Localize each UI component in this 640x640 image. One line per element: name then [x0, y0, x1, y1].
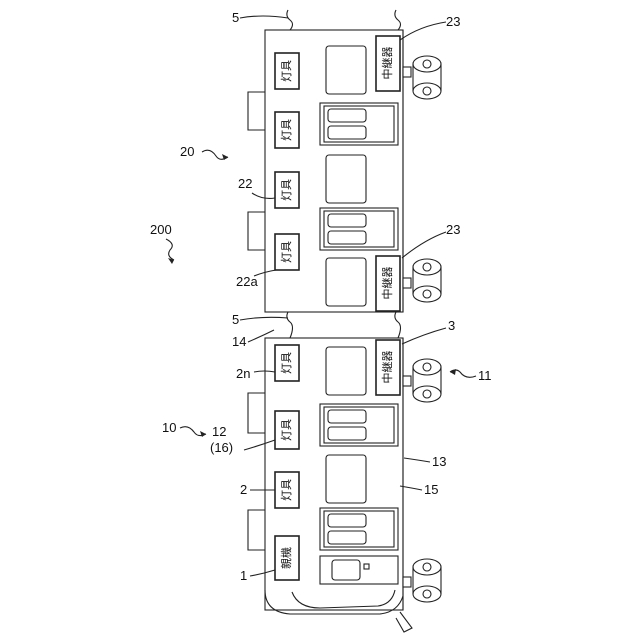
car-20-window-2 — [326, 155, 366, 203]
ref-car-10: 10 — [162, 420, 176, 435]
ref-cable-top: 5 — [232, 10, 239, 25]
ref-relay-3: 3 — [448, 318, 455, 333]
car-20-cable-right — [395, 10, 401, 30]
leader-wall-13 — [404, 458, 430, 462]
car-10-fixture-12: 灯具 — [275, 411, 299, 449]
fixture-label: 灯具 — [280, 119, 293, 141]
car-20-window-3 — [326, 258, 366, 306]
ref-fixture-22a: 22a — [236, 274, 258, 289]
ref-system-200: 200 — [150, 222, 172, 237]
leader-relay-23-mid — [402, 232, 446, 258]
car-20-roof-unit-2 — [248, 212, 265, 250]
car-10-window-1 — [326, 347, 366, 395]
car-20-relay-top: 中継器 — [376, 36, 400, 91]
car-20-cable-left — [287, 10, 293, 30]
car-10-cab-window — [320, 556, 398, 584]
car-20-fixture-2: 灯具 — [275, 112, 299, 148]
ref-wall-13: 13 — [432, 454, 446, 469]
car-10-roof-unit-2 — [248, 510, 265, 550]
car-10-relay: 中継器 — [376, 340, 400, 395]
car-20-door-2 — [320, 208, 398, 250]
ref-parent-1: 1 — [240, 568, 247, 583]
car-10-roof-unit-1 — [248, 393, 265, 433]
car-20-roof-unit-1 — [248, 92, 265, 130]
ref-fixture-22: 22 — [238, 176, 252, 191]
ref-fixture-16: (16) — [210, 440, 233, 455]
car-20-fixture-4: 灯具 — [275, 234, 299, 270]
leader-system-200 — [166, 239, 174, 260]
ref-relay-23-mid: 23 — [446, 222, 460, 237]
fixture-label: 灯具 — [280, 352, 293, 374]
car-10-bogie-top — [403, 359, 441, 402]
fixture-label: 灯具 — [280, 60, 293, 82]
ref-bogie-11: 11 — [478, 368, 492, 383]
car-10-bogie-bottom — [403, 559, 441, 602]
ref-fixture-2: 2 — [240, 482, 247, 497]
car-10-coupler — [396, 612, 412, 632]
leader-cable-mid — [240, 317, 288, 320]
inter-car-cable-left — [287, 312, 293, 338]
parent-label: 親機 — [279, 547, 293, 569]
relay-label: 中継器 — [380, 47, 394, 80]
railway-car-20: 灯具 灯具 灯具 灯具 — [248, 10, 441, 312]
car-10-door-2 — [320, 508, 398, 550]
car-20-fixture-3: 灯具 — [275, 172, 299, 208]
car-20-relay-bottom: 中継器 — [376, 256, 400, 311]
car-20-bogie-top — [403, 56, 441, 99]
relay-label: 中継器 — [380, 351, 394, 384]
car-10-fixture-2: 灯具 — [275, 472, 299, 508]
leader-relay-3 — [402, 328, 446, 344]
car-20-bogie-bottom — [403, 259, 441, 302]
leader-relay-23-top — [400, 22, 446, 40]
car-10-fixture-2n: 灯具 — [275, 345, 299, 381]
ref-relay-23-top: 23 — [446, 14, 460, 29]
railway-car-10: 灯具 灯具 灯具 親機 — [248, 338, 441, 632]
inter-car-cable-right — [395, 312, 401, 338]
ref-fixture-2n: 2n — [236, 366, 250, 381]
fixture-label: 灯具 — [280, 479, 293, 501]
car-20-door-1 — [320, 103, 398, 145]
fixture-label: 灯具 — [280, 419, 293, 441]
car-20-fixture-1: 灯具 — [275, 53, 299, 89]
ref-cable-mid: 5 — [232, 312, 239, 327]
fixture-label: 灯具 — [280, 241, 293, 263]
ref-wire-14: 14 — [232, 334, 246, 349]
fixture-label: 灯具 — [280, 179, 293, 201]
car-10-window-2 — [326, 455, 366, 503]
ref-car-20: 20 — [180, 144, 194, 159]
ref-wall-15: 15 — [424, 482, 438, 497]
car-10-parent-unit: 親機 — [275, 536, 299, 580]
leader-cable-top — [240, 16, 288, 18]
car-10-door-1 — [320, 404, 398, 446]
car-20-window-1 — [326, 46, 366, 94]
ref-fixture-12: 12 — [212, 424, 226, 439]
relay-label: 中継器 — [380, 267, 394, 300]
